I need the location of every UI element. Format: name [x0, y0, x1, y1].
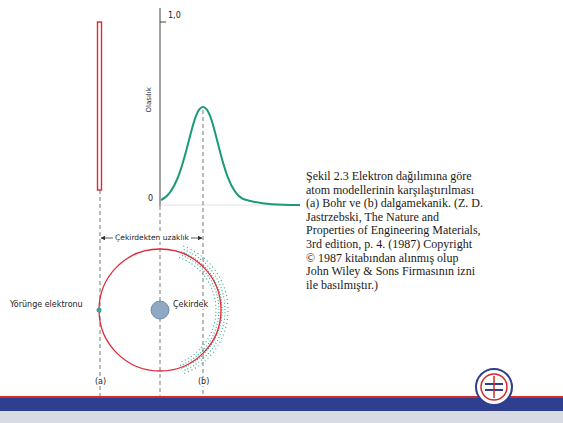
- probability-curve: [161, 107, 300, 205]
- nucleus: [151, 301, 169, 319]
- university-logo: [476, 369, 512, 405]
- axis-zero-label: 0: [148, 195, 153, 204]
- axis-tick: [160, 22, 166, 23]
- figure-caption: Şekil 2.3 Elektron dağılımına göre atom …: [306, 170, 484, 292]
- part-letter: (b): [196, 378, 211, 387]
- y-axis: [160, 8, 161, 206]
- orbit-electron-label: Yörünge elektronu: [10, 301, 83, 310]
- bohr-orbit: [99, 249, 221, 371]
- part-letter: (a): [93, 378, 108, 387]
- bohr-bar: [98, 22, 102, 190]
- footer-band: [0, 398, 563, 411]
- distance-label: Çekirdekten uzaklık: [113, 234, 191, 242]
- nucleus-label: Çekirdek: [171, 301, 210, 310]
- axis-title: Olasılık: [146, 85, 154, 114]
- axis-max-label: 1,0: [168, 12, 181, 21]
- footer-ground: [0, 411, 563, 423]
- guide-line: [100, 190, 101, 396]
- orbital-electron: [97, 308, 102, 313]
